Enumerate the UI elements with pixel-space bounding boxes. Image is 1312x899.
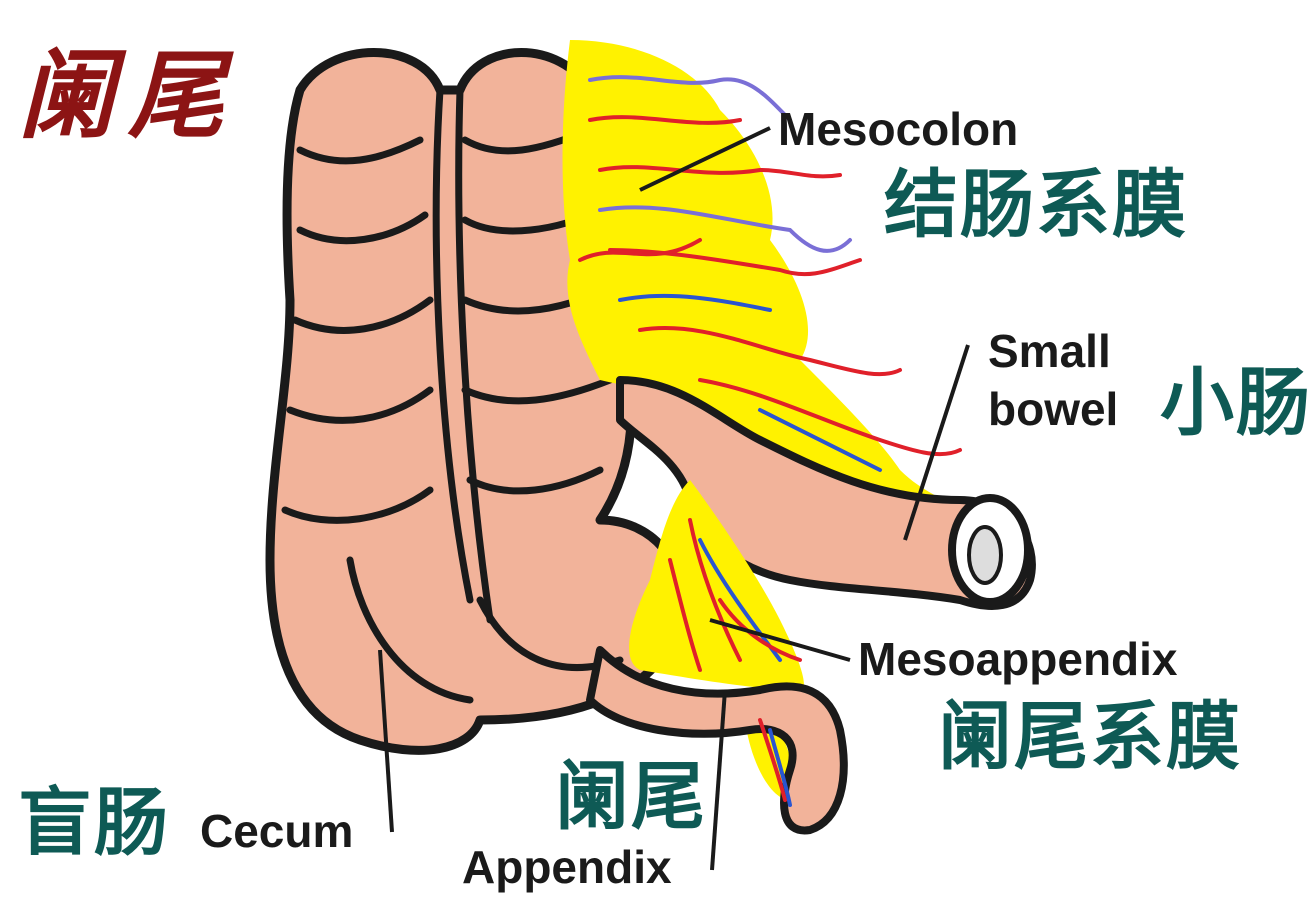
label-appendix-en: Appendix: [462, 844, 672, 890]
label-mesocolon-zh: 结肠系膜: [884, 168, 1188, 242]
label-mesoappendix-zh: 阑尾系膜: [938, 700, 1242, 774]
label-cecum-zh: 盲肠: [18, 786, 170, 860]
label-mesoappendix-en: Mesoappendix: [858, 636, 1178, 682]
label-appendix-zh: 阑尾: [555, 760, 707, 834]
label-mesocolon-en: Mesocolon: [778, 106, 1018, 152]
page-title: 阑尾: [18, 48, 238, 144]
label-small-bowel-zh: 小肠: [1160, 366, 1312, 440]
label-cecum-en: Cecum: [200, 808, 353, 854]
label-small-bowel-en-line1: Small: [988, 328, 1111, 374]
label-small-bowel-en-line2: bowel: [988, 386, 1118, 432]
